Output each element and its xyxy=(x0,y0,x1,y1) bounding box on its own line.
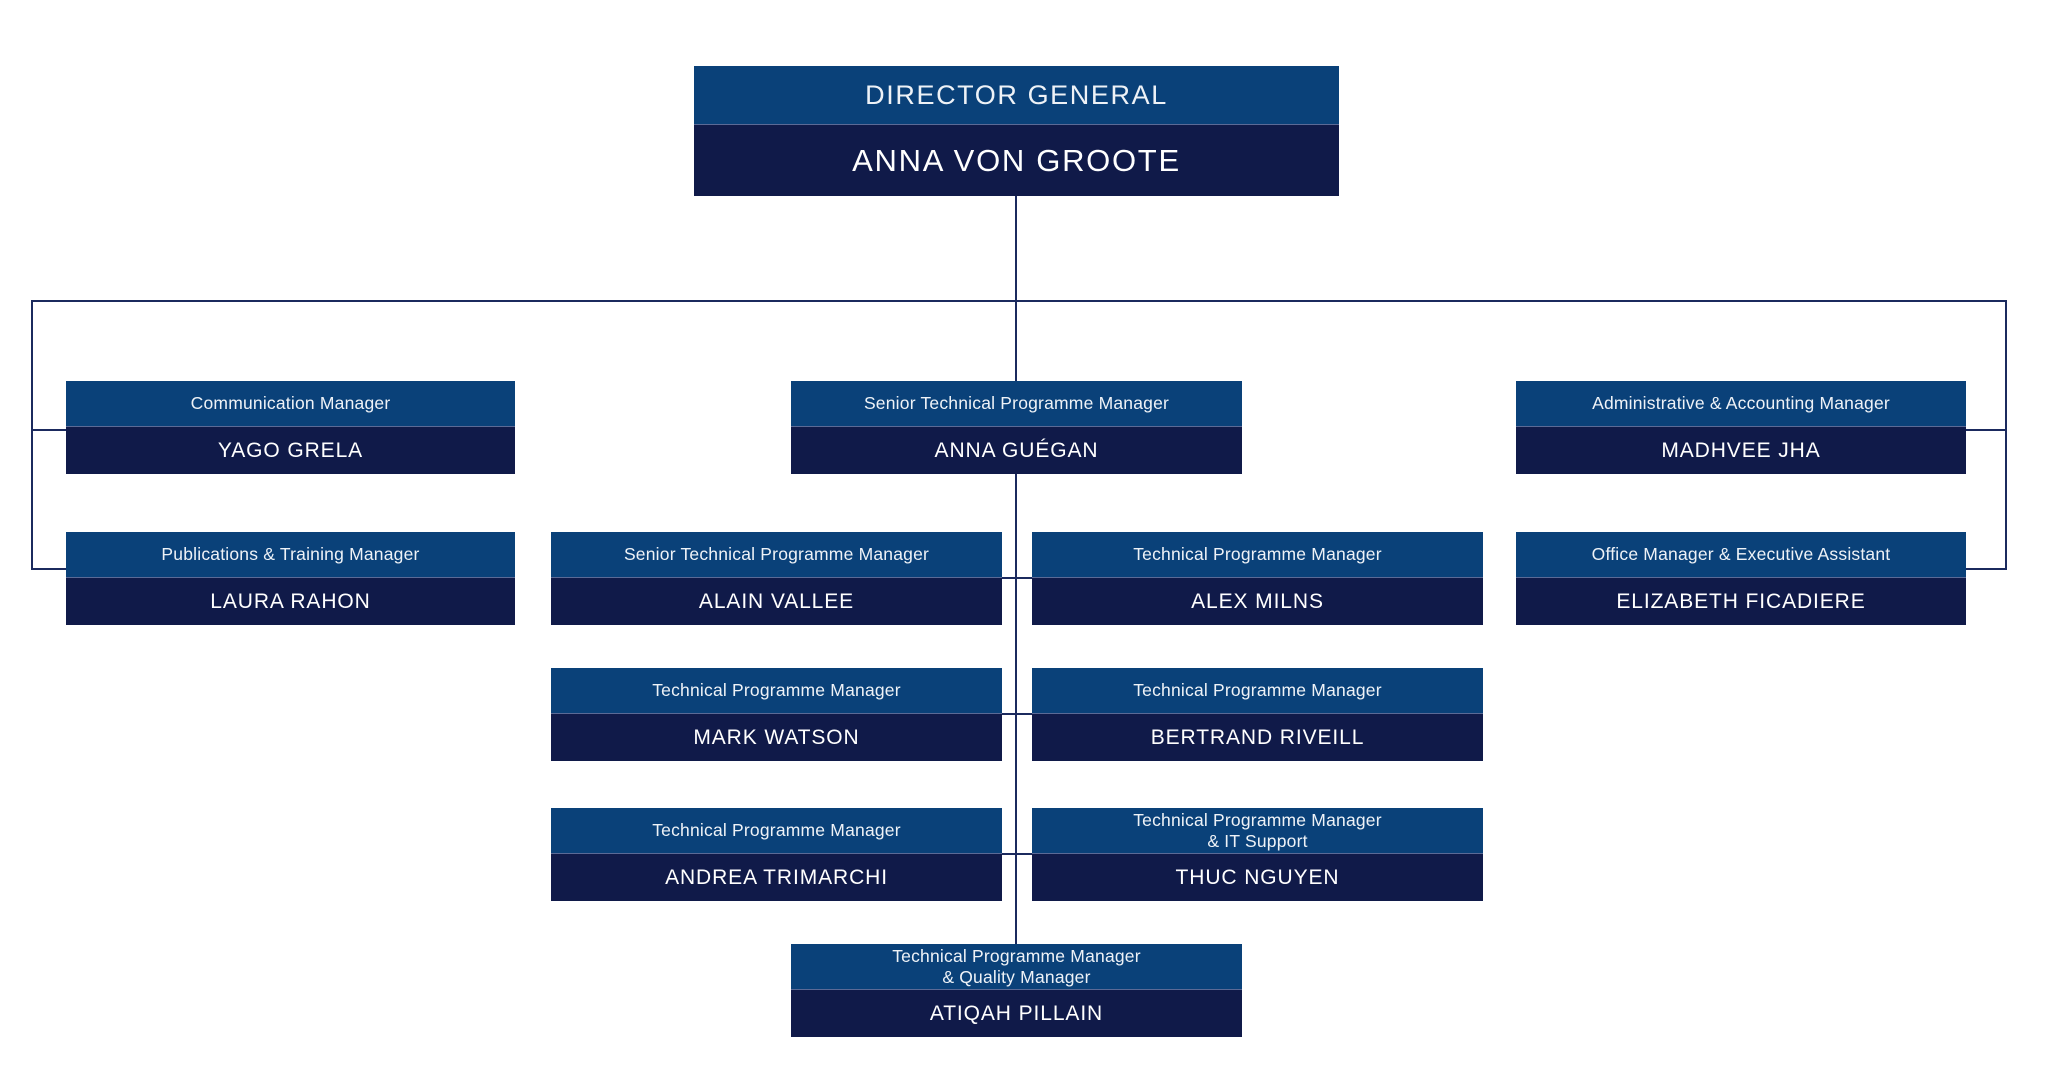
node-andrea-trimarchi[interactable]: Technical Programme Manager ANDREA TRIMA… xyxy=(551,808,1002,901)
connector-top-rail xyxy=(31,300,2007,302)
node-title: Technical Programme Manager& IT Support xyxy=(1032,808,1483,853)
node-title: Technical Programme Manager xyxy=(1032,668,1483,713)
node-title: Technical Programme Manager xyxy=(551,668,1002,713)
node-title: Technical Programme Manager& Quality Man… xyxy=(791,944,1242,989)
connector-root-stem xyxy=(1015,196,1017,301)
node-thuc-nguyen[interactable]: Technical Programme Manager& IT Support … xyxy=(1032,808,1483,901)
node-name: ATIQAH PILLAIN xyxy=(791,989,1242,1037)
node-name: MARK WATSON xyxy=(551,713,1002,761)
node-name: ALAIN VALLEE xyxy=(551,577,1002,625)
connector-row-mark-bertrand xyxy=(1000,713,1034,715)
node-name: ANDREA TRIMARCHI xyxy=(551,853,1002,901)
node-anna-guegan[interactable]: Senior Technical Programme Manager ANNA … xyxy=(791,381,1242,474)
node-name: LAURA RAHON xyxy=(66,577,515,625)
node-bertrand-riveill[interactable]: Technical Programme Manager BERTRAND RIV… xyxy=(1032,668,1483,761)
node-title: Office Manager & Executive Assistant xyxy=(1516,532,1966,577)
node-title: Administrative & Accounting Manager xyxy=(1516,381,1966,426)
node-name: YAGO GRELA xyxy=(66,426,515,474)
node-name: ALEX MILNS xyxy=(1032,577,1483,625)
node-title: Senior Technical Programme Manager xyxy=(551,532,1002,577)
connector-center-spine xyxy=(1015,300,1017,944)
node-name: THUC NGUYEN xyxy=(1032,853,1483,901)
connector-right-branch-upper xyxy=(1962,429,2007,431)
connector-left-branch-lower xyxy=(31,568,71,570)
node-title: DIRECTOR GENERAL xyxy=(694,66,1339,124)
node-alain-vallee[interactable]: Senior Technical Programme Manager ALAIN… xyxy=(551,532,1002,625)
connector-row-alain-alex xyxy=(1000,577,1034,579)
node-madhvee-jha[interactable]: Administrative & Accounting Manager MADH… xyxy=(1516,381,1966,474)
connector-left-vertical xyxy=(31,300,33,570)
node-title: Publications & Training Manager xyxy=(66,532,515,577)
node-name: ANNA GUÉGAN xyxy=(791,426,1242,474)
node-elizabeth-ficadiere[interactable]: Office Manager & Executive Assistant ELI… xyxy=(1516,532,1966,625)
node-name: ANNA VON GROOTE xyxy=(694,124,1339,196)
node-name: MADHVEE JHA xyxy=(1516,426,1966,474)
node-atiqah-pillain[interactable]: Technical Programme Manager& Quality Man… xyxy=(791,944,1242,1037)
node-title: Senior Technical Programme Manager xyxy=(791,381,1242,426)
node-laura-rahon[interactable]: Publications & Training Manager LAURA RA… xyxy=(66,532,515,625)
node-name: BERTRAND RIVEILL xyxy=(1032,713,1483,761)
node-title: Communication Manager xyxy=(66,381,515,426)
connector-row-andrea-thuc xyxy=(1000,853,1034,855)
node-name: ELIZABETH FICADIERE xyxy=(1516,577,1966,625)
node-title: Technical Programme Manager xyxy=(1032,532,1483,577)
node-mark-watson[interactable]: Technical Programme Manager MARK WATSON xyxy=(551,668,1002,761)
node-alex-milns[interactable]: Technical Programme Manager ALEX MILNS xyxy=(1032,532,1483,625)
node-director-general[interactable]: DIRECTOR GENERAL ANNA VON GROOTE xyxy=(694,66,1339,196)
connector-left-branch-upper xyxy=(31,429,71,431)
connector-right-branch-lower xyxy=(1962,568,2007,570)
connector-right-vertical xyxy=(2005,300,2007,570)
node-yago-grela[interactable]: Communication Manager YAGO GRELA xyxy=(66,381,515,474)
node-title: Technical Programme Manager xyxy=(551,808,1002,853)
